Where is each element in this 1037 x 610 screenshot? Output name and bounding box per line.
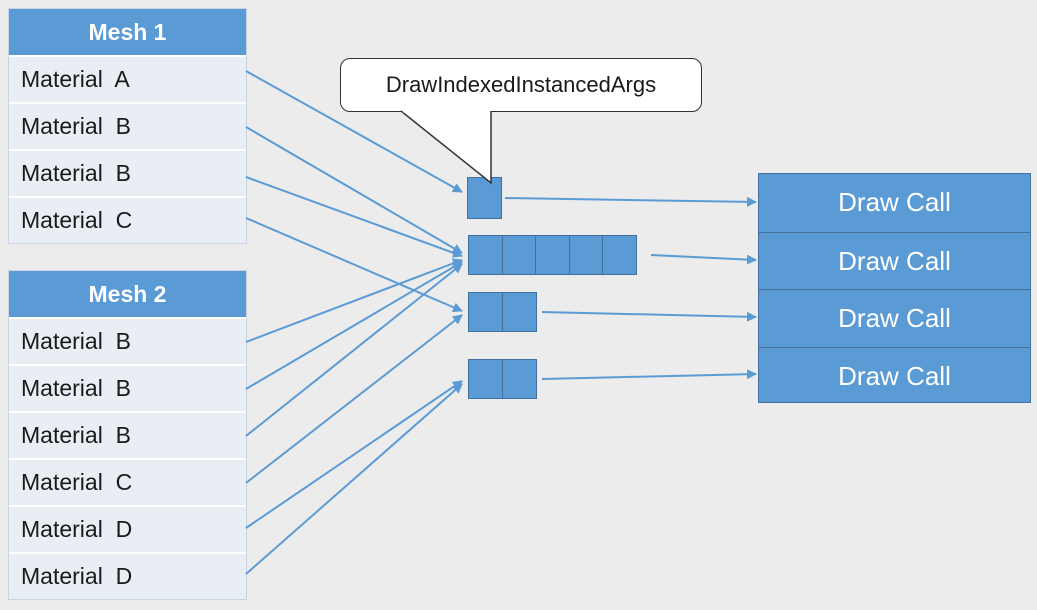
mesh-2-material-row: Material B [9,317,246,364]
mesh-2-material-row: Material B [9,411,246,458]
mesh-2-material-row: Material D [9,505,246,552]
mesh-1-header: Mesh 1 [9,9,246,55]
mesh-1-material-row: Material A [9,55,246,102]
mesh-2-material-row: Material B [9,364,246,411]
callout-label: DrawIndexedInstancedArgs [385,72,657,97]
connector-arrow [541,311,757,322]
draw-call-stack: Draw Call Draw Call Draw Call Draw Call [758,173,1031,403]
mesh-1-material-row: Material B [9,102,246,149]
args-slot [468,235,503,275]
args-slot [535,235,570,275]
args-slot [501,235,537,275]
mesh-1-material-row: Material C [9,196,246,243]
args-slot [501,292,537,332]
args-slot [468,359,503,399]
args-slot [568,235,604,275]
mesh-2-header: Mesh 2 [9,271,246,317]
connector-arrow [245,261,463,390]
mesh-2-table: Mesh 2 Material B Material B Material B … [8,270,247,600]
draw-call-4: Draw Call [759,346,1030,405]
connector-arrow [245,126,463,254]
args-slot [501,359,537,399]
connector-arrow [245,217,463,313]
args-buffer-2 [468,235,637,275]
callout-pointer [400,110,492,185]
connector-arrow [245,380,463,529]
args-buffer-1 [467,177,502,219]
draw-call-1: Draw Call [838,187,951,217]
args-callout: DrawIndexedInstancedArgs [340,58,702,112]
args-buffer-3 [468,292,537,332]
mesh-1-material-row: Material B [9,149,246,196]
mesh-2-material-row: Material C [9,458,246,505]
connector-arrow [650,254,757,265]
connector-arrow [245,258,463,343]
draw-call-2: Draw Call [759,231,1030,290]
connector-arrow [504,196,757,207]
args-slot [602,235,637,275]
connector-arrow [245,314,463,484]
args-slot [468,292,503,332]
mesh-1-table: Mesh 1 Material A Material B Material B … [8,8,247,244]
connector-arrow [245,263,463,437]
draw-call-3: Draw Call [759,289,1030,347]
mesh-2-material-row: Material D [9,552,246,599]
args-slot [467,177,502,219]
args-buffer-4 [468,359,537,399]
connector-arrow [245,383,463,575]
connector-arrow [245,176,463,258]
connector-arrow [541,369,757,380]
